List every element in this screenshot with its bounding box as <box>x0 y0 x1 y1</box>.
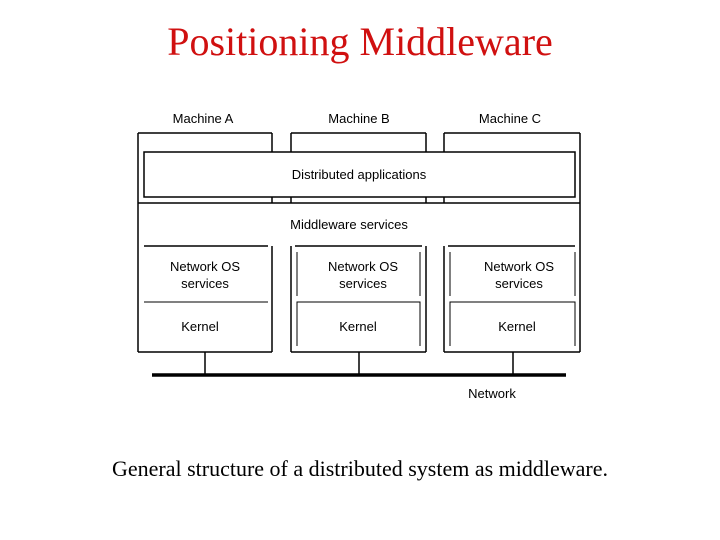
middleware-services-label: Middleware services <box>290 217 408 232</box>
machine-c-kernel-label: Kernel <box>498 319 536 334</box>
network-label: Network <box>468 386 516 401</box>
machine-c-network-os-label: Network OS <box>484 259 554 274</box>
machine-columns <box>137 132 581 353</box>
figure-caption: General structure of a distributed syste… <box>111 456 609 481</box>
machine-a-network-os-label: Network OS <box>170 259 240 274</box>
middleware-services-band <box>138 202 580 247</box>
machine-c-services-label: services <box>495 276 543 291</box>
slide-title: Positioning Middleware <box>167 19 553 64</box>
machine-b-label: Machine B <box>328 111 389 126</box>
machine-b-network-os-label: Network OS <box>328 259 398 274</box>
machine-b-services-label: services <box>339 276 387 291</box>
distributed-applications-box <box>143 151 576 198</box>
machine-a-kernel-label: Kernel <box>181 319 219 334</box>
machine-c-label: Machine C <box>479 111 541 126</box>
machine-a-label: Machine A <box>173 111 234 126</box>
machine-c-kernel-box <box>449 301 576 346</box>
distributed-applications-label: Distributed applications <box>292 167 427 182</box>
machine-a-services-label: services <box>181 276 229 291</box>
machine-b-kernel-label: Kernel <box>339 319 377 334</box>
machine-b-kernel-box <box>296 301 421 346</box>
